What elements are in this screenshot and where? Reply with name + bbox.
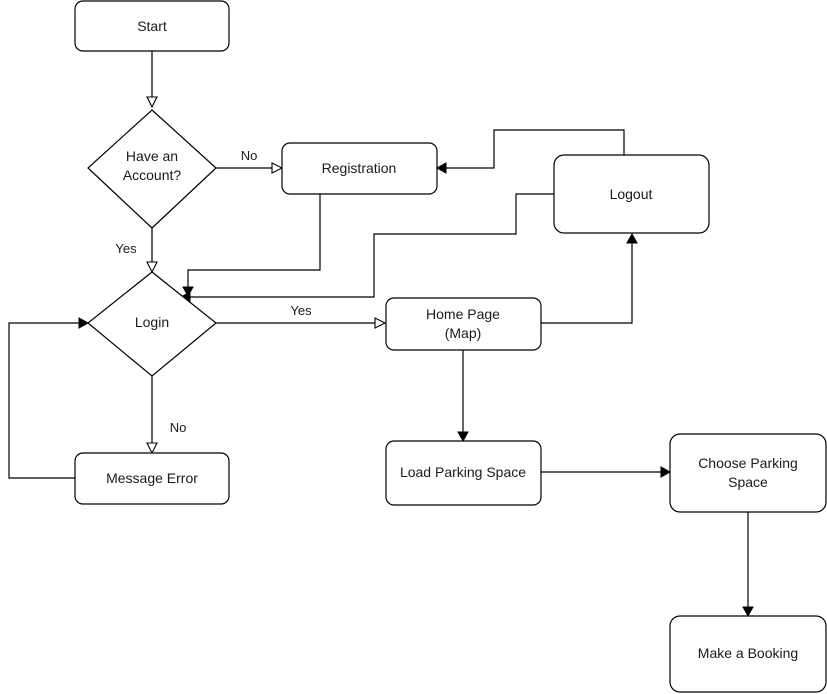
- edge-registration-to-login: [182, 194, 321, 298]
- edge-label-account-yes: Yes: [115, 241, 137, 256]
- node-make-booking-label: Make a Booking: [698, 645, 798, 661]
- edge-choose-to-booking: [742, 512, 754, 618]
- node-home-page-label-line1: Home Page: [426, 306, 500, 322]
- edge-start-to-account-check: [146, 51, 158, 109]
- node-logout: Logout: [553, 154, 710, 234]
- edge-login-yes-to-home: [216, 317, 387, 329]
- edge-logout-to-registration: [435, 129, 625, 174]
- edge-logout-to-login: [179, 193, 554, 303]
- node-load-parking-space: Load Parking Space: [385, 440, 542, 506]
- edge-error-to-login: [8, 317, 90, 479]
- edge-label-login-yes: Yes: [290, 303, 312, 318]
- node-make-booking: Make a Booking: [669, 615, 827, 693]
- node-choose-parking-space-label-line1: Choose Parking: [698, 455, 798, 471]
- node-choose-parking-space: Choose Parking Space: [669, 433, 827, 513]
- node-have-account-decision: Have an Account?: [87, 109, 217, 229]
- node-have-account-label-line2: Account?: [123, 167, 182, 183]
- edge-label-login-no: No: [170, 420, 187, 435]
- node-login-label: Login: [135, 314, 169, 330]
- edge-label-account-no: No: [241, 148, 258, 163]
- node-message-error-label: Message Error: [106, 470, 198, 486]
- node-choose-parking-space-label-line2: Space: [728, 474, 768, 490]
- node-home-page: Home Page (Map): [385, 297, 542, 351]
- node-registration-label: Registration: [322, 160, 397, 176]
- node-load-parking-space-label: Load Parking Space: [400, 464, 526, 480]
- node-logout-label: Logout: [610, 186, 653, 202]
- edge-load-to-choose: [541, 466, 672, 478]
- node-have-account-label-line1: Have an: [126, 148, 178, 164]
- edge-account-no-to-registration: [216, 162, 284, 174]
- node-message-error: Message Error: [74, 452, 230, 505]
- edge-home-to-load-parking: [457, 350, 469, 443]
- edge-account-yes-to-login: [146, 228, 158, 274]
- node-registration: Registration: [281, 142, 438, 195]
- node-login-decision: Login: [87, 271, 217, 377]
- edge-login-no-to-error: [146, 376, 158, 455]
- edge-home-to-logout: [541, 232, 638, 324]
- node-home-page-label-line2: (Map): [445, 325, 482, 341]
- node-start-label: Start: [137, 18, 167, 34]
- node-start: Start: [74, 0, 230, 52]
